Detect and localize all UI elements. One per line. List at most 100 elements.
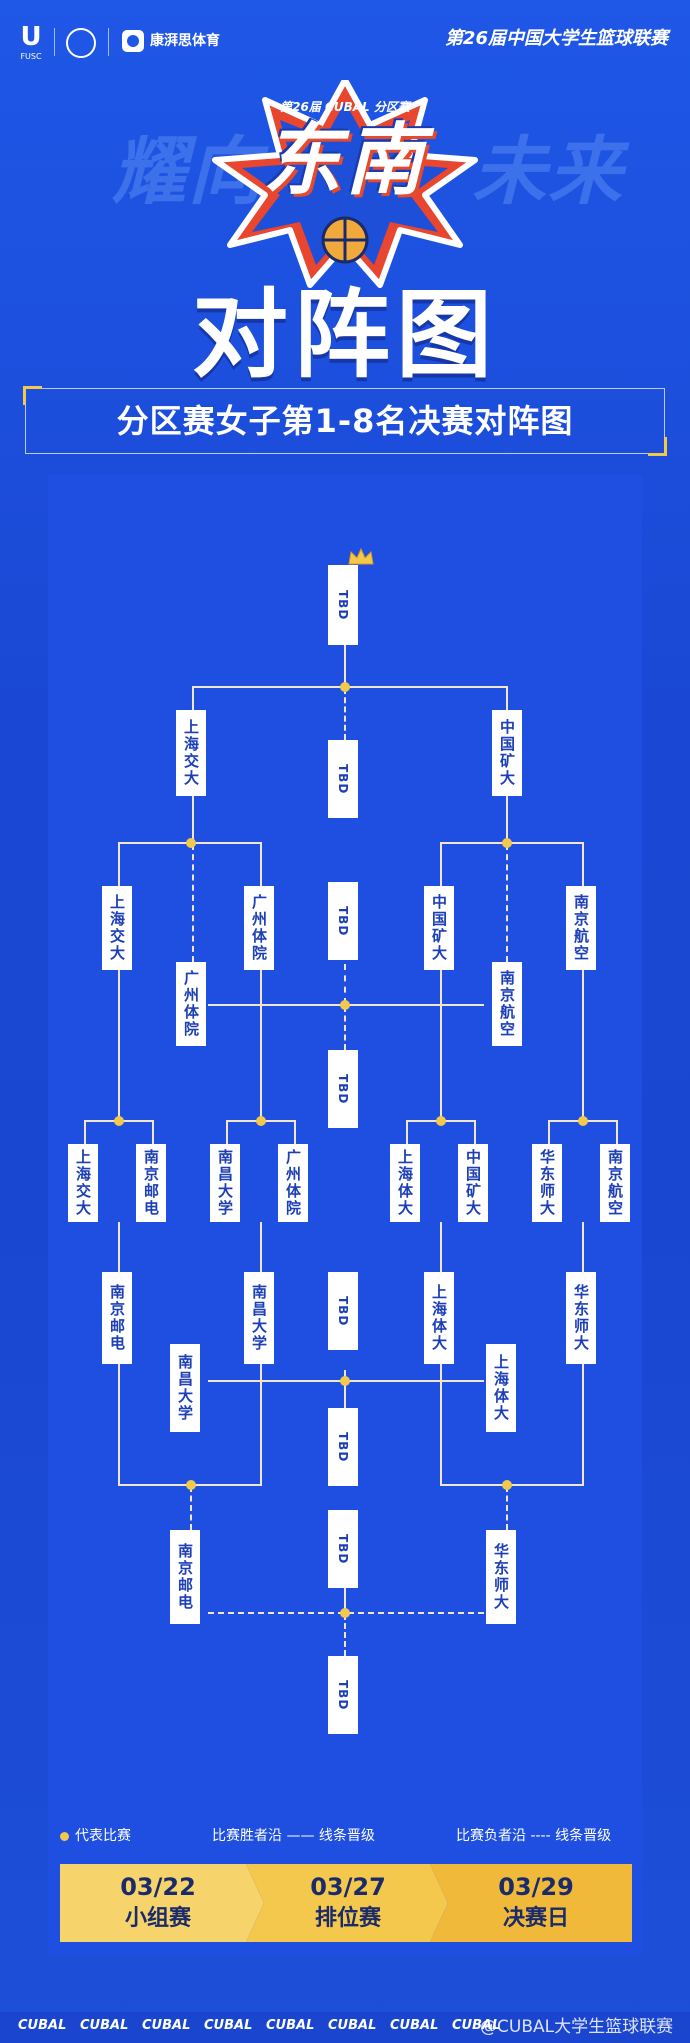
team-name: 南昌大学 (216, 1149, 234, 1217)
team-name: 上海交大 (74, 1149, 92, 1217)
schedule-date: 03/27 (310, 1873, 386, 1901)
match-dot (340, 682, 350, 692)
team-box: 南昌大学 (170, 1344, 200, 1432)
bracket-line (152, 1120, 154, 1144)
legend-rep-text: 代表比赛 (75, 1828, 131, 1844)
team-box: 华东师大 (532, 1144, 562, 1222)
schedule-item: 03/29 决赛日 (440, 1864, 632, 1942)
schedule-date: 03/29 (498, 1873, 574, 1901)
bracket-line (440, 842, 442, 886)
bracket-line (344, 1588, 346, 1616)
team-name: 上海交大 (108, 894, 126, 962)
fusc-logo-mark: U (20, 22, 42, 52)
team-name: 华东师大 (492, 1543, 510, 1611)
team-box: 南京邮电 (136, 1144, 166, 1222)
team-box: 南京航空 (566, 886, 596, 970)
bracket-line (226, 1120, 228, 1144)
team-name: TBD (336, 1679, 350, 1711)
bracket-line (506, 1486, 508, 1530)
cubal-badge-label: 第26届 CUBAL 分区赛 (280, 100, 410, 114)
cubal-logo-icon (66, 28, 96, 58)
team-name: 上海交大 (182, 719, 200, 787)
team-box: 上海体大 (486, 1344, 516, 1432)
bracket-line (440, 1222, 442, 1272)
logo-divider (54, 28, 55, 56)
bracket-line (118, 1364, 120, 1484)
bracket-line (294, 1120, 296, 1144)
bracket-line (260, 842, 262, 886)
team-name: 南京航空 (498, 970, 516, 1038)
bracket-line (118, 1222, 120, 1272)
fusc-logo-text: FUSC (20, 52, 42, 61)
bracket-line (260, 1222, 262, 1272)
bracket-line (582, 962, 584, 1120)
subtitle-frame: 分区赛女子第1-8名决赛对阵图 (23, 386, 667, 456)
team-box: 广州体院 (244, 886, 274, 970)
team-box: 上海交大 (176, 710, 206, 796)
team-box: 上海体大 (390, 1144, 420, 1222)
team-name: 广州体院 (284, 1149, 302, 1217)
bracket-line (118, 842, 120, 886)
top-bar: U FUSC 康湃思体育 第26届中国大学生篮球联赛 (0, 0, 690, 84)
legend-rep: 代表比赛 (60, 1826, 131, 1846)
team-name: TBD (336, 1431, 350, 1463)
bracket-line (84, 1120, 86, 1144)
team-box: 南昌大学 (244, 1272, 274, 1364)
team-box: 广州体院 (278, 1144, 308, 1222)
team-box: 华东师大 (566, 1272, 596, 1364)
bracket-line (582, 1364, 584, 1484)
bracket-line (344, 645, 346, 687)
team-box: 南京航空 (600, 1144, 630, 1222)
slot: TBD (328, 1510, 358, 1588)
schedule-name: 决赛日 (502, 1906, 569, 1931)
third-place-slot: TBD (328, 740, 358, 818)
logo-divider (108, 28, 109, 56)
legend-winner: 比赛胜者沿 —— 线条晋级 (212, 1828, 375, 1844)
slot: TBD (328, 1656, 358, 1734)
team-name: 华东师大 (538, 1149, 556, 1217)
bg-slogan-right: 未来 (472, 129, 624, 215)
schedule-item: 03/27 排位赛 (256, 1864, 440, 1942)
cubal-text: CUBAL (18, 2018, 67, 2033)
cubal-text: CUBAL (142, 2018, 191, 2033)
team-box: 中国矿大 (424, 886, 454, 970)
team-name: TBD (336, 763, 350, 795)
match-dot (256, 1116, 266, 1126)
bracket-line (474, 1120, 476, 1144)
league-title: 第26届中国大学生篮球联赛 (444, 28, 668, 49)
match-dot (340, 1376, 350, 1386)
bracket-line (506, 844, 508, 962)
legend-loser: 比赛负者沿 ---- 线条晋级 (456, 1828, 612, 1844)
fusc-logo: U FUSC (16, 24, 46, 64)
champion-slot: TBD (328, 565, 358, 645)
bracket-line (190, 1486, 192, 1530)
team-name: 广州体院 (182, 970, 200, 1038)
cubal-text: CUBAL (80, 2018, 129, 2033)
bracket-line (118, 962, 120, 1120)
bracket-line (344, 964, 346, 1004)
match-dot (436, 1116, 446, 1126)
team-name: TBD (336, 589, 350, 621)
bracket-line (344, 1614, 346, 1656)
schedule-item: 03/22 小组赛 (60, 1864, 256, 1942)
sponsor-logo-icon (122, 30, 144, 52)
match-dot (502, 1480, 512, 1490)
team-name: 南京邮电 (176, 1543, 194, 1611)
bracket-line (192, 844, 194, 962)
match-dot (340, 1608, 350, 1618)
team-name: 上海体大 (430, 1284, 448, 1352)
bracket-line (192, 686, 508, 688)
team-name: 南昌大学 (250, 1284, 268, 1352)
team-box: 上海交大 (102, 886, 132, 970)
bracket-line (616, 1120, 618, 1144)
team-box: 中国矿大 (492, 710, 522, 796)
bracket-line (440, 842, 584, 844)
team-box: 广州体院 (176, 962, 206, 1046)
bracket-line (582, 842, 584, 886)
team-name: TBD (336, 905, 350, 937)
bracket-line (406, 1120, 408, 1144)
bracket-line (344, 688, 346, 740)
team-box: 中国矿大 (458, 1144, 488, 1222)
team-box: 南京邮电 (102, 1272, 132, 1364)
